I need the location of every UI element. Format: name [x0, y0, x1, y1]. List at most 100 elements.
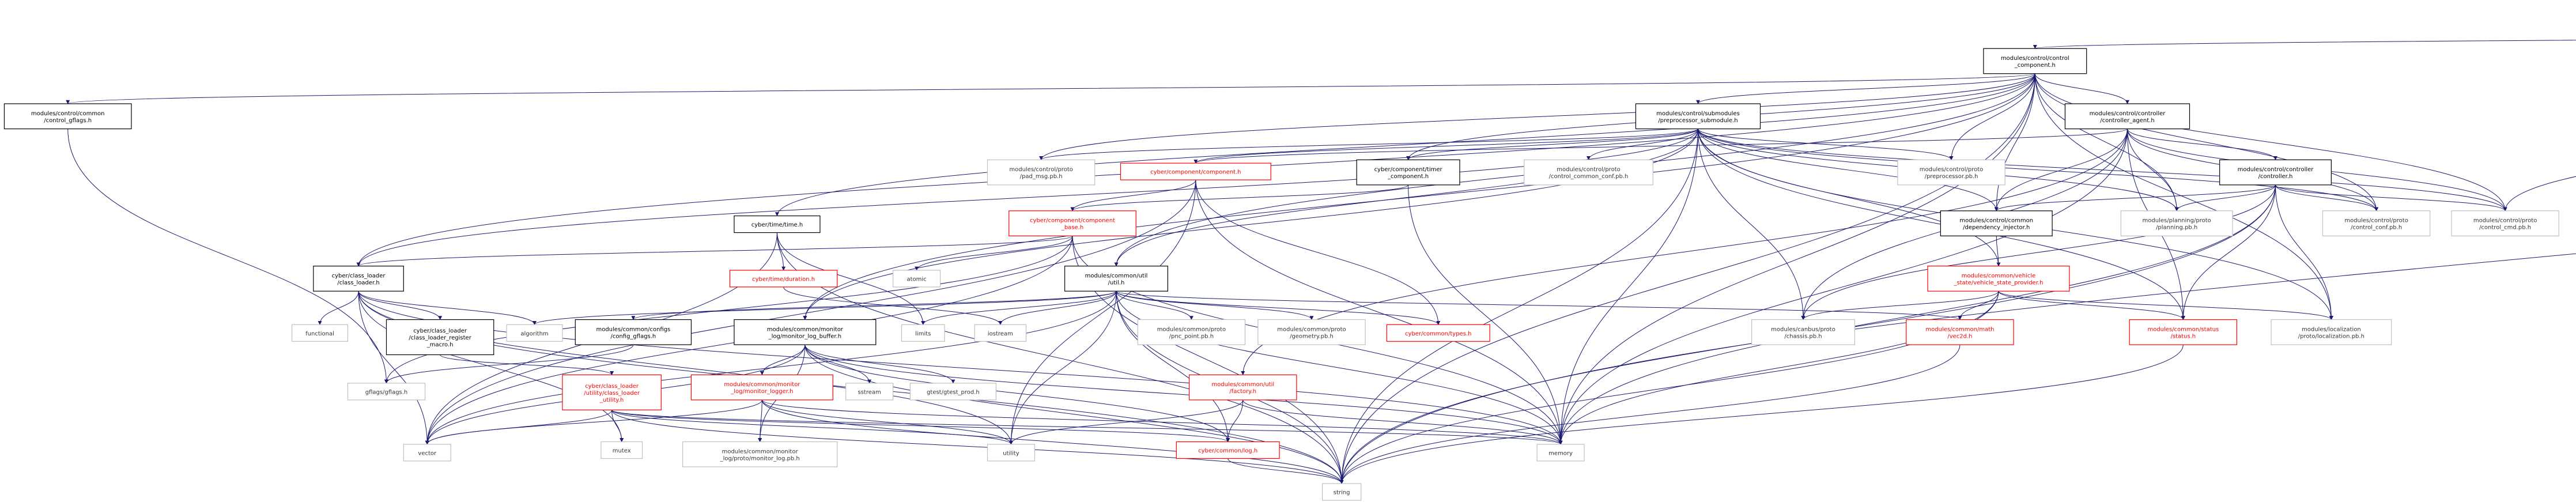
node-label: modules/control/proto [1920, 167, 1983, 173]
node-box [403, 444, 451, 462]
node-control-conf-pb[interactable]: modules/control/proto/control_conf.pb.h [2322, 210, 2431, 236]
node-preprocessor-submodule[interactable]: modules/control/submodules/preprocessor_… [1635, 103, 1761, 130]
node-label: /control_gflags.h [44, 118, 92, 124]
edge-factory-h-to-log-h [1226, 399, 1244, 443]
node-factory-h[interactable]: modules/common/util/factory.h [1189, 374, 1297, 401]
node-monitor-log-pb[interactable]: modules/common/monitor_log/proto/monitor… [682, 441, 838, 467]
edge-preprocessor-submodule-to-control-cmd-pb [1697, 129, 2507, 212]
node-controller-agent[interactable]: modules/control/controller/controller_ag… [2064, 103, 2190, 130]
node-vec2d-h[interactable]: modules/common/math/vec2d.h [1906, 319, 2014, 345]
node-log-h[interactable]: cyber/common/log.h [1176, 441, 1280, 459]
node-monitor-log-buffer[interactable]: modules/common/monitor_log/monitor_log_b… [734, 319, 877, 345]
node-box [1064, 266, 1168, 292]
edge-class-loader-utility-to-log-h [611, 409, 1230, 443]
node-time-h[interactable]: cyber/time/time.h [734, 215, 821, 233]
node-gflags-h[interactable]: gflags/gflags.h [347, 383, 426, 401]
node-pad-msg[interactable]: modules/control/proto/pad_msg.pb.h [987, 159, 1096, 186]
node-label: cyber/time/time.h [751, 222, 803, 228]
node-label: /controller_agent.h [2100, 118, 2154, 124]
node-sstream[interactable]: sstream [845, 383, 894, 401]
node-types-h[interactable]: cyber/common/types.h [1386, 324, 1490, 342]
node-box [1524, 159, 1653, 186]
node-class-loader[interactable]: cyber/class_loader/class_loader.h [313, 266, 404, 292]
node-geometry-pb[interactable]: modules/common/proto/geometry.pb.h [1257, 319, 1366, 345]
edge-preprocessor-submodule-to-pad-msg [1039, 129, 1698, 160]
edge-controller-agent-to-controller-h [2126, 129, 2277, 160]
edge-controller-h-to-planning-pb [2174, 184, 2276, 212]
edge-preprocessor-submodule-to-timer-component [1406, 129, 1698, 160]
node-box [974, 324, 1027, 342]
edge-util-h-to-log-h [1116, 291, 1230, 443]
node-status-h[interactable]: modules/common/status/status.h [2129, 319, 2238, 345]
node-limits[interactable]: limits [901, 324, 945, 342]
node-box [1897, 159, 2005, 186]
node-component-h[interactable]: cyber/component/component.h [1120, 163, 1271, 180]
node-preprocessor-pb[interactable]: modules/control/proto/preprocessor.pb.h [1897, 159, 2005, 186]
edge-preprocessor-submodule-to-component-h [1193, 129, 1698, 164]
node-box [845, 383, 894, 401]
node-box [1906, 319, 2014, 345]
node-algorithm[interactable]: algorithm [506, 324, 563, 342]
node-vehicle-state-provider[interactable]: modules/common/vehicle_state/vehicle_sta… [1927, 266, 2070, 292]
edge-vec2d-h-to-string [1339, 345, 1961, 484]
node-class-loader-register[interactable]: cyber/class_loader/class_loader_register… [386, 319, 494, 356]
node-label: utility [1003, 450, 1019, 456]
node-box [690, 374, 833, 401]
node-control-component[interactable]: modules/control/control_component.h [1983, 48, 2087, 74]
edge-controller-agent-to-planning-pb [2126, 129, 2179, 212]
node-iostream[interactable]: iostream [974, 324, 1027, 342]
edge-util-h-to-iostream [998, 291, 1117, 325]
edge-class-loader-to-vector [358, 291, 429, 445]
node-box [2451, 210, 2559, 236]
node-pnc-point-pb[interactable]: modules/common/proto/pnc_point.pb.h [1137, 319, 1246, 345]
node-gtest-prod[interactable]: gtest/gtest_prod.h [909, 383, 997, 401]
node-label: modules/common/configs [596, 326, 670, 333]
node-control-gflags[interactable]: modules/control/common/control_gflags.h [3, 103, 132, 130]
node-label: modules/common/monitor [722, 448, 799, 455]
node-control-cmd-pb[interactable]: modules/control/proto/control_cmd.pb.h [2451, 210, 2559, 236]
node-util-h[interactable]: modules/common/util/util.h [1064, 266, 1168, 292]
node-box [506, 324, 563, 342]
node-box [1009, 210, 1136, 236]
node-functional[interactable]: functional [292, 324, 349, 342]
node-label: modules/control/common [1959, 218, 2033, 224]
node-label: /pnc_point.pb.h [1169, 333, 1214, 339]
node-utility[interactable]: utility [987, 444, 1036, 462]
edge-control-component-to-controller-agent [2034, 73, 2129, 104]
edge-class-loader-utility-to-memory [611, 409, 1563, 445]
node-controller-h[interactable]: modules/control/controller/controller.h [2219, 159, 2332, 186]
node-control-common-conf[interactable]: modules/control/proto/control_common_con… [1524, 159, 1653, 186]
node-configs-gflags[interactable]: modules/common/configs/config_gflags.h [575, 319, 692, 345]
node-label: modules/control/proto [2344, 218, 2408, 224]
node-mutex[interactable]: mutex [600, 441, 643, 459]
edge-monitor-logger-to-monitor-log-pb [758, 399, 762, 443]
node-class-loader-utility[interactable]: cyber/class_loader/utility/class_loader_… [562, 374, 662, 410]
node-memory[interactable]: memory [1536, 444, 1585, 462]
node-label: modules/canbus/proto [1771, 326, 1835, 333]
node-vector[interactable]: vector [403, 444, 451, 462]
node-label: cyber/component/component.h [1150, 169, 1241, 176]
node-label: gflags/gflags.h [365, 389, 408, 395]
node-atomic[interactable]: atomic [892, 270, 941, 288]
node-label: modules/control/controller [2090, 111, 2166, 117]
node-monitor-logger[interactable]: modules/common/monitor_log/monitor_logge… [690, 374, 833, 401]
node-label: modules/control/submodules [1656, 111, 1740, 117]
node-localization-pb[interactable]: modules/localization/proto/localization.… [2271, 319, 2392, 345]
node-chassis-pb[interactable]: modules/canbus/proto/chassis.pb.h [1751, 319, 1856, 345]
node-box [1189, 374, 1297, 401]
edge-vehicle-state-provider-to-localization-pb [1998, 290, 2333, 320]
edge-control-component-to-monitor-log-buffer [803, 73, 2035, 320]
node-timer-component[interactable]: cyber/component/timer_component.h [1356, 159, 1460, 186]
edge-class-loader-to-mutex [358, 291, 624, 443]
node-box [987, 159, 1096, 186]
node-dependency-injector[interactable]: modules/control/common/dependency_inject… [1940, 210, 2053, 236]
node-duration-h[interactable]: cyber/time/duration.h [729, 270, 838, 288]
edge-controller-agent-to-component-h [1193, 129, 2128, 164]
edge-control-component-to-control-gflags [66, 73, 2035, 104]
node-component-base[interactable]: cyber/component/component_base.h [1009, 210, 1136, 236]
edge-util-h-to-algorithm [532, 290, 1117, 325]
edge-component-base-to-atomic [915, 236, 1073, 271]
node-string[interactable]: string [1322, 483, 1362, 501]
node-planning-pb[interactable]: modules/planning/proto/planning.pb.h [2120, 210, 2233, 236]
